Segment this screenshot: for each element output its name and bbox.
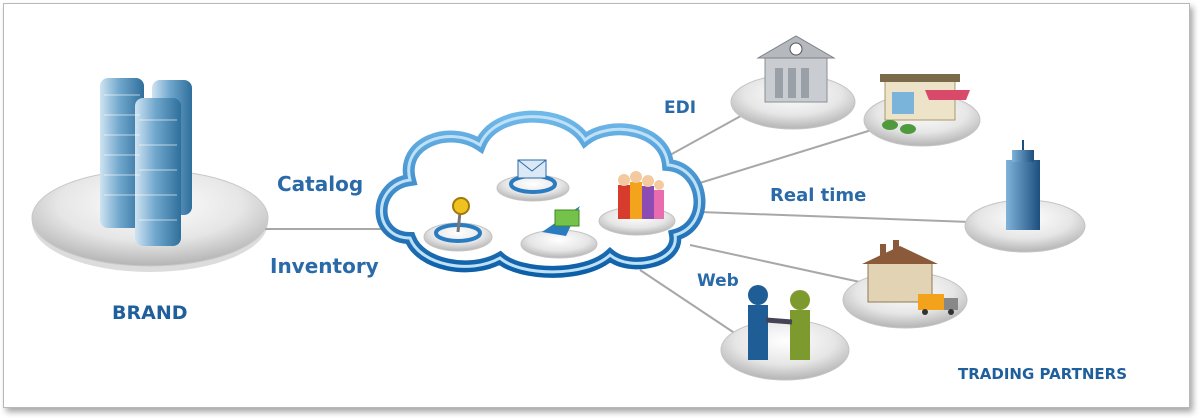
store-icon xyxy=(863,74,981,147)
connector-cloud-skyscraper xyxy=(699,211,971,223)
skyscraper-icon xyxy=(964,140,1086,253)
connector-cloud-store xyxy=(689,127,879,187)
connector-cloud-bank xyxy=(669,111,749,156)
search-disc-icon xyxy=(423,197,493,252)
trading-partners-label: TRADING PARTNERS xyxy=(958,365,1127,383)
connectors xyxy=(262,111,971,341)
brand-label: BRAND xyxy=(112,302,188,324)
bank-icon xyxy=(730,35,856,130)
connector-cloud-handshake xyxy=(639,269,746,341)
inventory-label: Inventory xyxy=(270,254,379,278)
handshake-people-icon xyxy=(720,285,850,381)
web-label: Web xyxy=(697,271,739,291)
catalog-label: Catalog xyxy=(277,172,364,196)
connector-cloud-warehouse xyxy=(689,244,861,283)
real-time-label: Real time xyxy=(770,185,867,206)
warehouse-truck-icon xyxy=(842,240,968,329)
edi-label: EDI xyxy=(664,98,697,118)
email-disc-icon xyxy=(496,159,570,202)
brand-building-icon xyxy=(31,78,269,272)
people-group-disc-icon xyxy=(598,171,676,236)
folder-arrow-disc-icon xyxy=(520,206,598,259)
